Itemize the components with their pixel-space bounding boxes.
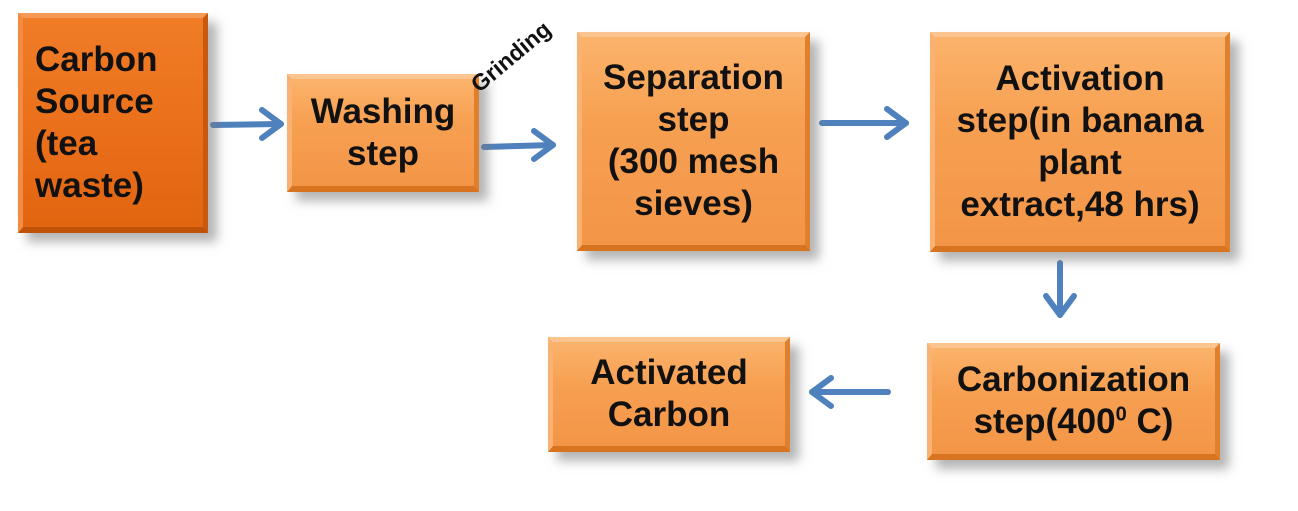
node-activated-carbon-line-1: Activated	[590, 353, 748, 392]
node-activation-line-1: Activation	[995, 58, 1165, 98]
arrow-separation-to-activation	[819, 106, 909, 140]
node-activation-line-2: step(in banana	[956, 100, 1204, 140]
node-activation-line-4: extract,48 hrs)	[960, 184, 1200, 224]
node-carbonization-step: Carbonization step(4000 C)	[927, 343, 1220, 460]
edge-label-grinding: Grinding	[465, 15, 556, 98]
node-carbonization-degree-sup: 0	[1115, 403, 1127, 426]
node-activation-step: Activation step(in banana plant extract,…	[930, 32, 1230, 252]
node-separation-line-1: Separation	[603, 58, 784, 97]
node-carbonization-line-1: Carbonization	[956, 360, 1191, 399]
node-carbon-source: Carbon Source (tea waste)	[18, 13, 208, 233]
node-carbon-source-line-1: Carbon	[35, 39, 158, 79]
node-carbon-source-line-3: (tea	[35, 123, 98, 163]
node-washing-line-2: step	[347, 133, 419, 173]
node-carbonization-line-2: step(4000 C)	[974, 401, 1174, 443]
node-separation-line-3: (300 mesh	[607, 142, 780, 181]
node-carbonization-line-2-end: C)	[1126, 402, 1174, 441]
node-separation-step: Separation step (300 mesh sieves)	[577, 32, 810, 251]
node-carbon-source-line-2: Source	[35, 81, 154, 121]
arrow-carbonization-to-activated	[809, 375, 891, 409]
node-activation-line-3: plant	[1038, 142, 1122, 182]
node-activated-carbon-line-2: Carbon	[607, 395, 731, 434]
node-separation-line-2: step	[657, 100, 730, 139]
node-activated-carbon: Activated Carbon	[548, 337, 790, 452]
arrow-activation-to-carbonization	[1043, 260, 1077, 318]
arrow-carbon-to-washing	[210, 107, 284, 141]
node-separation-line-4: sieves)	[634, 184, 753, 223]
node-washing-line-1: Washing	[310, 91, 456, 131]
node-carbonization-line-2-main: step(400	[973, 402, 1116, 441]
arrow-washing-to-separation	[481, 128, 556, 162]
node-washing-step: Washing step	[287, 74, 479, 192]
node-carbon-source-line-4: waste)	[35, 165, 144, 205]
